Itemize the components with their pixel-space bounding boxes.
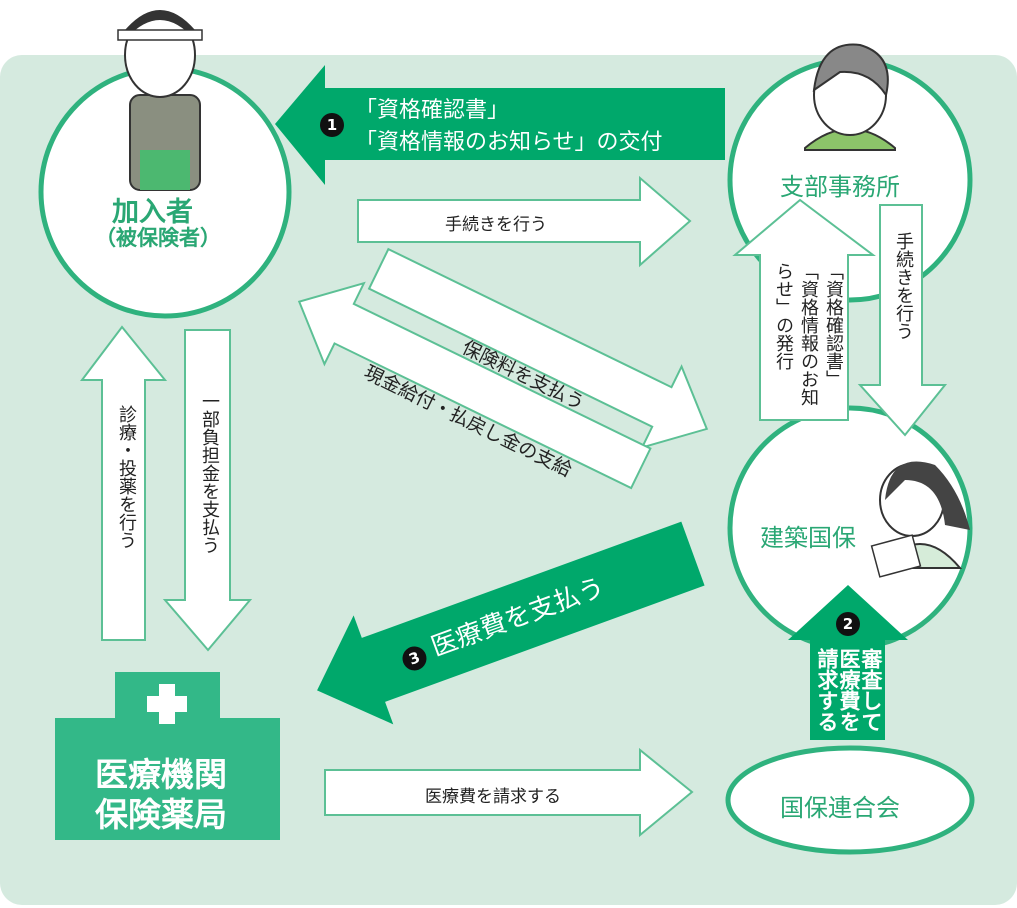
copay-label: 一部負担金を支払う (199, 392, 220, 554)
branch-title: 支部事務所 (780, 173, 900, 201)
branch-procedure-arrow (857, 204, 948, 437)
member-person-icon (117, 10, 203, 191)
kenchiku-title: 建築国保 (760, 524, 856, 552)
treatment-arrow (79, 325, 168, 641)
pay-medical-arrow (317, 521, 705, 725)
branch-issue-line2: 「資格情報のお知 (798, 262, 819, 406)
review-claim-arrow (788, 585, 908, 740)
member-procedure-label: 手続きを行う (445, 215, 547, 235)
branch-procedure-label: 手続きを行う (893, 232, 914, 340)
branch-issue-arrow (732, 198, 876, 421)
kenchiku-person-icon (870, 461, 970, 578)
step-2-badge: 2 (836, 612, 860, 636)
review-claim-line2: 医療費を (837, 648, 861, 732)
member-subtitle: （被保険者） (95, 226, 221, 250)
cash-benefit-arrow (297, 281, 652, 490)
federation-ellipse (725, 745, 975, 855)
issue-cards-arrow (275, 65, 725, 185)
hospital-line2: 保険薬局 (95, 795, 227, 834)
member-title: 加入者 (112, 197, 193, 228)
hospital-building (55, 672, 280, 840)
branch-person-icon (804, 43, 896, 151)
review-claim-line3: 請求する (815, 648, 839, 732)
issue-cards-line2: 「資格情報のお知らせ」の交付 (355, 130, 663, 155)
hospital-line1: 医療機関 (95, 755, 227, 794)
federation-title: 国保連合会 (780, 794, 900, 822)
review-claim-line1: 審査して (859, 648, 883, 732)
hospital-claim-arrow (324, 747, 694, 838)
hospital-claim-label: 医療費を請求する (425, 787, 561, 807)
issue-cards-line1: 「資格確認書」 (355, 98, 510, 123)
branch-issue-line1: 「資格確認書」 (823, 262, 844, 388)
copay-arrow (162, 329, 253, 652)
step-1-badge: 1 (320, 113, 344, 137)
treatment-label: 診療・投薬を行う (116, 405, 137, 549)
member-procedure-arrow (357, 175, 692, 268)
pay-premium-arrow (367, 247, 709, 450)
branch-issue-line3: らせ」の発行 (773, 262, 794, 370)
